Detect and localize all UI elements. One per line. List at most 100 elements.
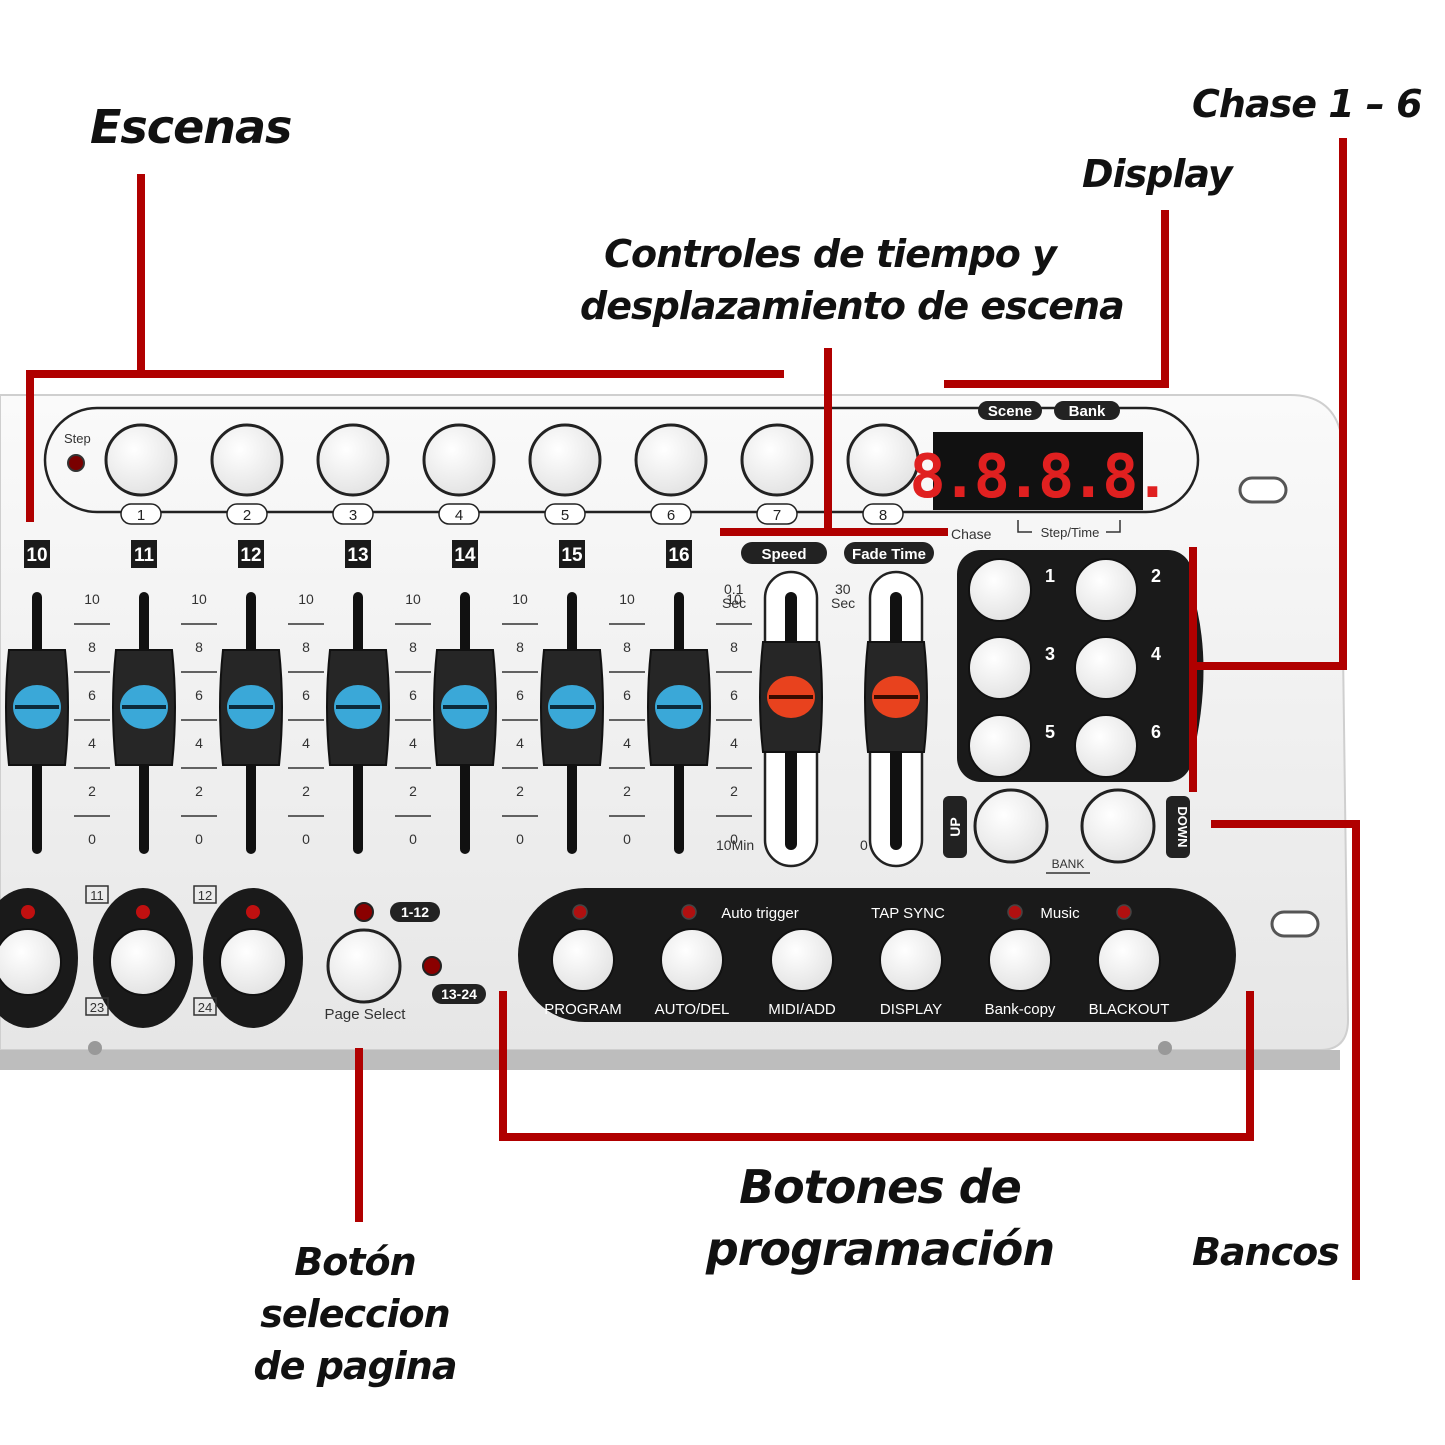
fade-time-label: Fade Time [852,546,926,563]
bank-up-label: UP [947,817,963,836]
program-button-program[interactable] [551,928,615,992]
bank-up-button[interactable] [973,788,1049,864]
rack-slot-bottom [1270,910,1320,938]
channel-badge [452,540,478,568]
flash-button-10[interactable] [0,928,62,996]
step-label: Step [64,431,91,446]
scene-button-2[interactable] [210,423,284,497]
chase-button-1[interactable] [968,558,1032,622]
fader-scale-value: 10 [84,591,100,607]
channel-badge [559,540,585,568]
bank-down-button[interactable] [1080,788,1156,864]
page-select-label: Page Select [325,1006,407,1023]
scene-button-4[interactable] [422,423,496,497]
flash-led [136,905,150,919]
rack-slot-top [1238,476,1288,504]
fader-scale-value: 0 [195,831,203,847]
page-24-label: 24 [198,1000,212,1015]
chase-button-4[interactable] [1074,636,1138,700]
fader-scale-value: 10 [619,591,635,607]
program-button-auto-del[interactable] [660,928,724,992]
page-led-13-24 [422,956,442,976]
fader-scale-value: 2 [730,783,738,799]
program-led [1116,904,1132,920]
chase-button-2[interactable] [1074,558,1138,622]
program-button-midi-add[interactable] [770,928,834,992]
scene-number: 4 [455,507,463,524]
auto-trigger-label: Auto trigger [721,905,799,922]
label-boton-line3: de pagina [253,1344,458,1388]
speed-bottom-value: 10Min [716,837,754,853]
flash-button-11[interactable] [109,928,177,996]
fader-scale-value: 6 [302,687,310,703]
chase-number: 6 [1151,722,1161,742]
label-botones-line1: Botones de [739,1160,1022,1214]
faceplate-bottom-edge [0,1050,1340,1070]
display-step-label: Step/Time [1041,525,1100,540]
program-button-blackout[interactable] [1097,928,1161,992]
chase-button-3[interactable] [968,636,1032,700]
fader-scale-value: 6 [88,687,96,703]
channel-number: 11 [134,545,155,566]
fader-scale-value: 0 [88,831,96,847]
channel-badge [666,540,692,568]
fader-scale-value: 0 [623,831,631,847]
program-button-bank-copy[interactable] [988,928,1052,992]
channel-number: 14 [454,545,476,566]
scene-button-8[interactable] [846,423,920,497]
program-button-label: PROGRAM [544,1001,622,1018]
callout-lines [26,138,1360,1280]
display-chase-label: Chase [951,526,992,542]
chase-button-6[interactable] [1074,714,1138,778]
fade-top-unit: Sec [831,595,855,611]
step-led [67,454,85,472]
fader-scale-value: 8 [516,639,524,655]
scene-number-badge [332,503,374,525]
channel-number: 16 [668,545,689,566]
label-escenas: Escenas [90,100,292,154]
fader-scale-value: 8 [88,639,96,655]
fader-scale-value: 0 [516,831,524,847]
scene-number-badge [862,503,904,525]
label-botones-line2: programación [705,1222,1055,1276]
page-select-button[interactable] [326,928,402,1004]
fader-scale-value: 2 [195,783,203,799]
program-button-display[interactable] [879,928,943,992]
page-1-12-label: 1-12 [401,904,429,920]
label-chase: Chase 1 – 6 [1192,82,1423,126]
fader-scale-value: 0 [730,831,738,847]
scene-button-3[interactable] [316,423,390,497]
channel-badge [345,540,371,568]
scene-number-badge [650,503,692,525]
scene-number-badge [120,503,162,525]
chase-number: 2 [1151,566,1161,586]
chase-number: 4 [1151,644,1161,664]
scene-number: 8 [879,507,887,524]
fader-scale-value: 8 [195,639,203,655]
scene-button-6[interactable] [634,423,708,497]
fader-scale-value: 10 [405,591,421,607]
fade-top-value: 30 [835,581,851,597]
screw [88,1041,102,1055]
fader-scale-value: 8 [730,639,738,655]
fader-scale-value: 10 [298,591,314,607]
flash-button-12[interactable] [219,928,287,996]
channel-number: 13 [347,545,368,566]
speed-top-unit: Sec [722,595,746,611]
bank-down-label: DOWN [1175,806,1190,847]
fader-scale-value: 8 [623,639,631,655]
channel-badge [24,540,50,568]
chase-button-5[interactable] [968,714,1032,778]
fader-scale-value: 6 [195,687,203,703]
page-23-label: 23 [90,1000,104,1015]
scene-button-7[interactable] [740,423,814,497]
program-button-label: Bank-copy [985,1001,1056,1018]
scene-button-1[interactable] [104,423,178,497]
fader-scale-value: 10 [191,591,207,607]
speed-top-value: 0.1 [724,581,744,597]
fader-scale-value: 6 [516,687,524,703]
fader-scale-value: 0 [409,831,417,847]
chase-number: 1 [1045,566,1055,586]
scene-button-5[interactable] [528,423,602,497]
